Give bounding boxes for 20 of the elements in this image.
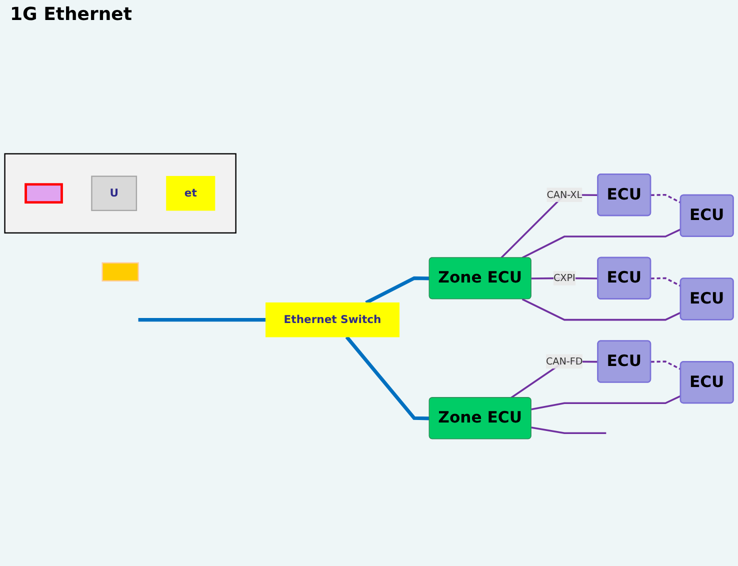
network-label: 1G Ethernet bbox=[10, 4, 132, 25]
connector bbox=[531, 394, 682, 410]
connector bbox=[650, 276, 682, 286]
connector bbox=[522, 298, 682, 320]
connector bbox=[531, 426, 606, 434]
node-box: et bbox=[166, 176, 216, 210]
node-box: U bbox=[91, 175, 138, 211]
connector bbox=[650, 194, 682, 204]
connector bbox=[345, 335, 430, 420]
connector bbox=[522, 228, 682, 258]
connector bbox=[365, 276, 430, 304]
connector bbox=[138, 318, 266, 322]
connector bbox=[650, 360, 682, 370]
node-box bbox=[102, 262, 139, 282]
edge-label: CAN-FD bbox=[546, 355, 583, 366]
node-box bbox=[24, 182, 63, 204]
edge-label: CAN-XL bbox=[546, 188, 582, 200]
edge-label: CXPI bbox=[553, 272, 576, 284]
cluster bbox=[4, 152, 236, 234]
node-box: Ethernet Switch bbox=[266, 302, 400, 337]
